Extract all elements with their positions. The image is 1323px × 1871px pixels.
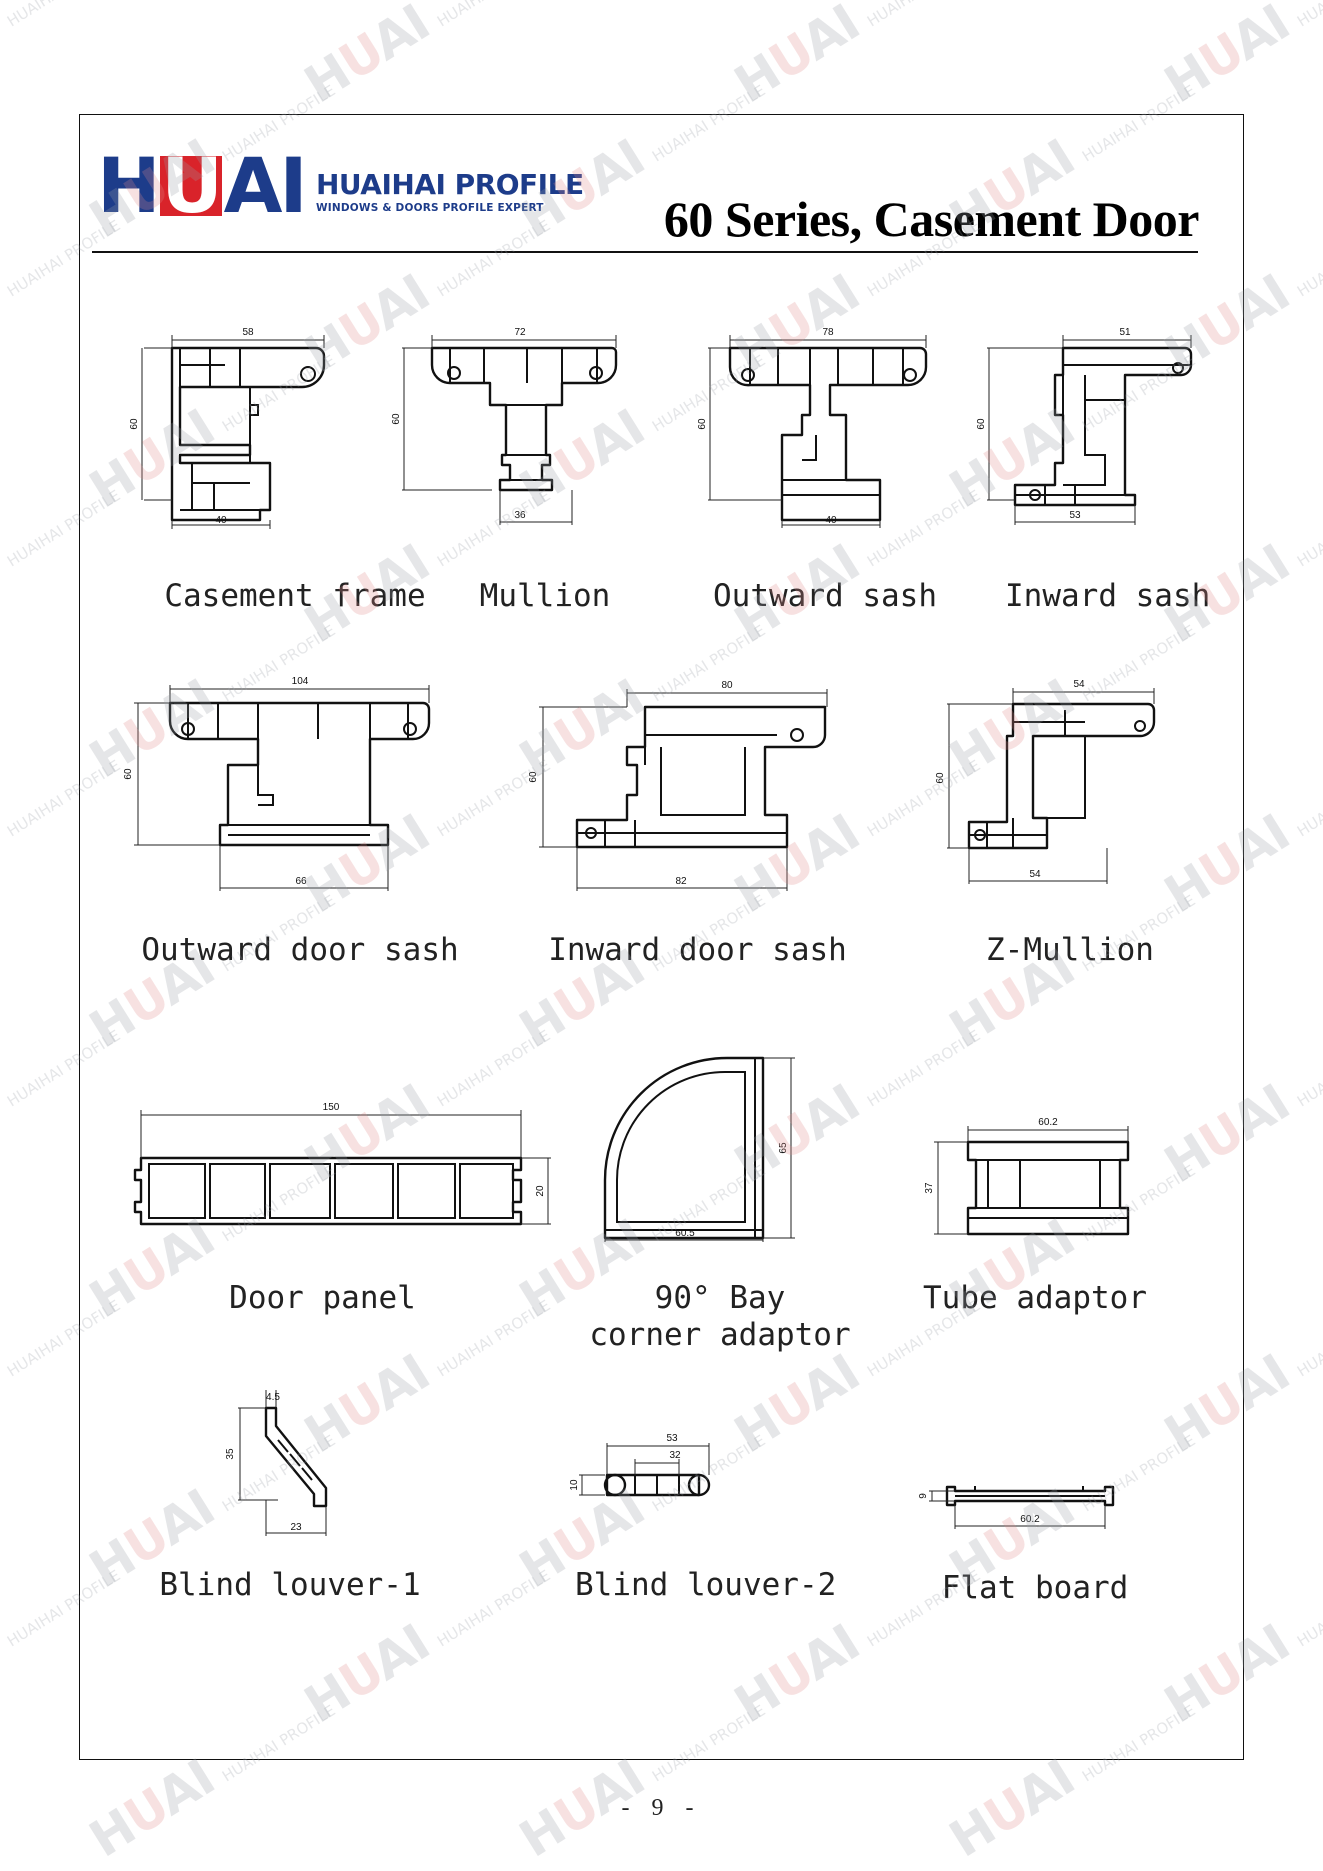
drawing-z-mullion: 54 60 54	[935, 679, 1156, 884]
caption-blind-louver-1: Blind louver-1	[159, 1567, 421, 1603]
watermark: HUAIHUAIHAI PROFILE	[295, 0, 558, 114]
caption-outward-sash: Outward sash	[713, 578, 937, 614]
watermark-logo: HUAI	[724, 0, 870, 114]
header-divider	[92, 251, 1198, 253]
dim-label: 40	[215, 515, 227, 526]
drawing-mullion: 72 60 36	[391, 327, 618, 525]
dim-label: 60	[935, 772, 946, 784]
drawing-blind-louver-1: 4.5 35 23	[225, 1390, 328, 1536]
watermark: HUAIHUAIHAI PROFILE	[725, 0, 988, 114]
dim-label: 80	[721, 680, 733, 691]
dim-label: 60	[129, 418, 140, 430]
dim-label: 60.5	[675, 1228, 695, 1239]
dim-label: 104	[292, 676, 309, 687]
watermark: HUAIHUAIHAI PROFILE	[1155, 0, 1323, 114]
dim-label: 60	[697, 418, 708, 430]
watermark-logo: HUAI	[0, 1073, 10, 1132]
dim-label: 66	[295, 876, 307, 887]
caption-outward-door-sash: Outward door sash	[141, 932, 459, 968]
dim-label: 53	[666, 1433, 678, 1444]
dim-label: 37	[924, 1182, 935, 1194]
drawing-outward-sash: 78 60 40	[697, 327, 928, 528]
watermark-logo: HUAI	[0, 263, 10, 322]
drawing-inward-door-sash: 80 60 82	[528, 680, 828, 891]
watermark-logo: HUAI	[0, 533, 10, 592]
drawing-flat-board: 9 60.2	[918, 1485, 1115, 1529]
dim-label: 150	[323, 1102, 340, 1113]
watermark-text: HUAIHAI PROFILE	[434, 0, 554, 30]
dim-label: 60	[976, 418, 987, 430]
dim-label: 32	[669, 1450, 681, 1461]
drawing-casement-frame: 58 60 40	[129, 327, 326, 529]
caption-flat-board: Flat board	[941, 1570, 1129, 1606]
dim-label: 60	[528, 771, 539, 783]
watermark-logo: HUAI	[0, 1613, 10, 1672]
dim-label: 54	[1029, 869, 1041, 880]
watermark-text: HUAIHAI PROFILE	[1294, 0, 1323, 30]
caption-casement-frame: Casement frame	[164, 578, 426, 614]
watermark: HUAIHUAIHAI PROFILE	[0, 0, 128, 114]
dim-label: 65	[778, 1142, 789, 1154]
drawing-door-panel: 150 20	[133, 1102, 551, 1226]
drawing-bay-corner-adaptor: 65 60.5	[603, 1056, 795, 1242]
caption-inward-door-sash: Inward door sash	[548, 932, 847, 968]
dim-label: 72	[514, 327, 526, 338]
dim-label: 60	[123, 768, 134, 780]
drawing-tube-adaptor: 60.2 37	[924, 1117, 1130, 1236]
caption-door-panel: Door panel	[229, 1280, 416, 1316]
page-number: - 9 -	[621, 1795, 702, 1821]
caption-line: 90° Bay	[654, 1280, 786, 1316]
watermark-text: HUAIHAI PROFILE	[1293, 216, 1323, 301]
dim-label: 58	[242, 327, 254, 338]
dim-label: 53	[1069, 510, 1081, 521]
watermark-text: HUAIHAI PROFILE	[1293, 756, 1323, 841]
caption-mullion: Mullion	[479, 578, 611, 614]
watermark-logo: HUAI	[0, 803, 10, 862]
watermark-logo: HUAI	[1154, 0, 1300, 114]
brand-block: HUAIHAI PROFILE WINDOWS & DOORS PROFILE …	[316, 168, 584, 214]
dim-label: 35	[225, 1448, 236, 1460]
watermark-text: HUAIHAI PROFILE	[1293, 1026, 1323, 1111]
dim-label: 9	[918, 1493, 929, 1499]
dim-label: 54	[1073, 679, 1085, 690]
watermark-text: HUAIHAI PROFILE	[1293, 1296, 1323, 1381]
watermark-text: HUAIHAI PROFILE	[864, 0, 984, 30]
caption-z-mullion: Z-Mullion	[986, 932, 1154, 968]
watermark-logo: HUAI	[294, 0, 440, 114]
caption-bay-corner-adaptor: 90° Bay corner adaptor	[580, 1280, 860, 1354]
drawing-blind-louver-2: 53 32 10	[569, 1433, 711, 1497]
dim-label: 10	[569, 1479, 580, 1491]
dim-label: 82	[675, 876, 687, 887]
dim-label: 4.5	[266, 1392, 280, 1403]
watermark-text: HUAIHAI PROFILE	[1293, 1566, 1323, 1651]
watermark-text: HUAIHAI PROFILE	[1293, 486, 1323, 571]
dim-label: 51	[1119, 327, 1131, 338]
brand-tagline: WINDOWS & DOORS PROFILE EXPERT	[316, 202, 544, 214]
caption-line: corner adaptor	[589, 1317, 851, 1353]
drawing-inward-sash: 51 60 53	[976, 327, 1193, 525]
caption-tube-adaptor: Tube adaptor	[923, 1280, 1147, 1316]
watermark-text: HUAIHAI PROFILE	[4, 0, 124, 30]
document-title: 60 Series, Casement Door	[663, 191, 1200, 247]
dim-label: 78	[822, 327, 834, 338]
brand-name: HUAIHAI PROFILE	[316, 168, 584, 201]
dim-label: 20	[535, 1185, 546, 1197]
dim-label: 60.2	[1020, 1514, 1040, 1525]
dim-label: 60.2	[1038, 1117, 1058, 1128]
caption-blind-louver-2: Blind louver-2	[575, 1567, 837, 1603]
watermark-logo: HUAI	[0, 1343, 10, 1402]
dim-label: 36	[514, 510, 526, 521]
watermark-logo: HUAI	[0, 0, 10, 52]
dim-label: 40	[825, 515, 837, 526]
caption-inward-sash: Inward sash	[1005, 578, 1211, 614]
page-border	[79, 114, 1244, 1760]
dim-label: 60	[391, 413, 402, 425]
drawing-outward-door-sash: 104 60 66	[123, 676, 431, 891]
dim-label: 23	[290, 1522, 302, 1533]
